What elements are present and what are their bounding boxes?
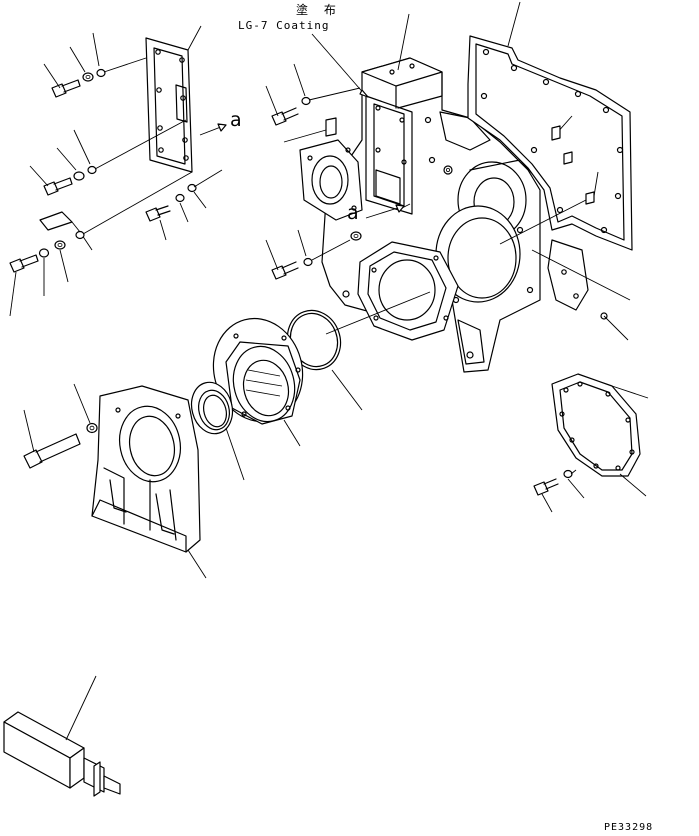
coating-note-japanese: 塗 布 bbox=[296, 3, 342, 17]
reference-mark-a-top: a bbox=[230, 109, 242, 131]
support-bracket bbox=[91, 385, 207, 579]
coating-note-english: LG-7 Coating bbox=[238, 19, 330, 32]
bolt-mid-left bbox=[29, 119, 187, 196]
arrow-a-mid bbox=[365, 204, 405, 219]
drawing-code: PE33298 bbox=[604, 822, 654, 833]
oil-seal bbox=[190, 381, 245, 481]
left-cover-plate bbox=[145, 37, 193, 173]
bolt-lower-left bbox=[9, 171, 193, 317]
leader-gasket-pin bbox=[603, 315, 629, 341]
bolt-upper-left bbox=[43, 32, 147, 98]
rear-cover-plate bbox=[551, 373, 649, 497]
reference-mark-a-mid: a bbox=[347, 202, 359, 224]
installation-tool bbox=[3, 675, 121, 797]
leader-left-plate bbox=[187, 25, 202, 51]
shim-plate bbox=[39, 211, 93, 251]
dowel-pins bbox=[499, 125, 631, 301]
side-cover bbox=[283, 117, 363, 221]
seal-housing bbox=[212, 317, 304, 447]
rear-cover-bolt bbox=[533, 469, 585, 513]
bolt-small-left bbox=[145, 169, 223, 241]
leader-rear-gasket bbox=[507, 1, 521, 47]
arrow-a-top bbox=[199, 123, 227, 136]
bolt-case-top bbox=[265, 63, 361, 126]
bracket-bolt bbox=[23, 383, 98, 469]
bolt-case-mid bbox=[265, 229, 362, 280]
seal-housing-flange bbox=[357, 241, 459, 341]
leader-case-top bbox=[397, 13, 410, 71]
leader-coating bbox=[311, 33, 367, 97]
